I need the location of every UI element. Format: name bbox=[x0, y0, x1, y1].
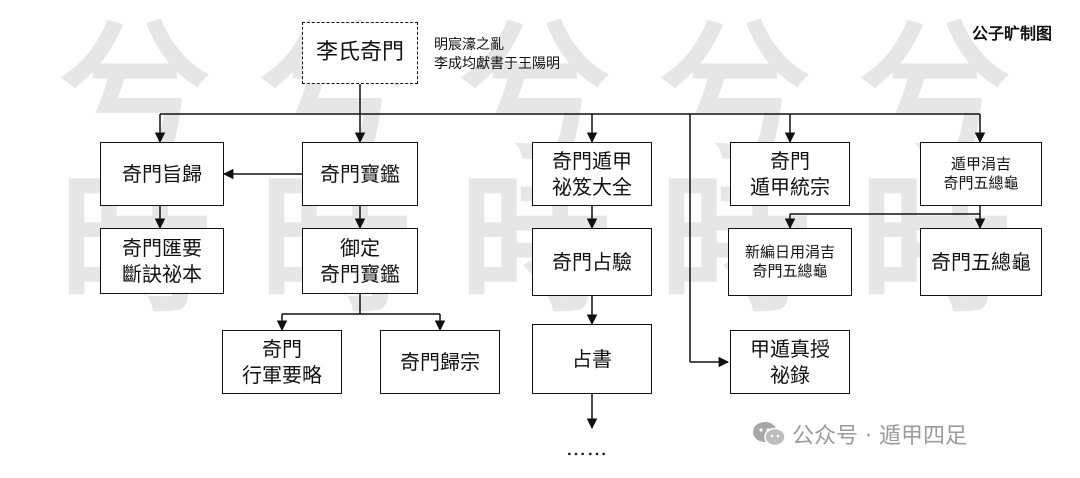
node-label: 御定 奇門寶鑑 bbox=[320, 236, 400, 286]
node-label: 李氏奇門 bbox=[315, 39, 404, 65]
node-label: 奇門寶鑑 bbox=[320, 162, 400, 186]
node-label: 奇門旨歸 bbox=[122, 162, 202, 186]
node-label: 新編日用涓吉 奇門五總龜 bbox=[744, 242, 835, 281]
wechat-icon bbox=[753, 422, 786, 447]
node-label: 奇門匯要 斷訣祕本 bbox=[122, 236, 202, 286]
node-zhanshu: 占書 bbox=[532, 324, 652, 394]
footer-text: 公众号 · 遁甲四足 bbox=[792, 424, 967, 449]
node-baojian: 奇門寶鑑 bbox=[302, 142, 418, 206]
node-wuzonggui: 奇門五總龜 bbox=[920, 228, 1042, 296]
node-label: 奇門 遁甲統宗 bbox=[750, 149, 830, 199]
node-yuding: 御定 奇門寶鑑 bbox=[302, 228, 418, 294]
node-label: 遁甲涓吉 奇門五總龜 bbox=[943, 154, 1019, 193]
node-guizong: 奇門歸宗 bbox=[380, 330, 500, 394]
footer-account: 公众号 · 遁甲四足 bbox=[752, 418, 967, 450]
node-label: 奇門歸宗 bbox=[400, 350, 480, 374]
node-xinbian: 新編日用涓吉 奇門五總龜 bbox=[728, 228, 852, 296]
node-root: 李氏奇門 bbox=[302, 22, 418, 84]
ellipsis: …… bbox=[566, 436, 608, 460]
annotation-note: 明宸濠之亂 李成均獻書于王陽明 bbox=[434, 37, 560, 72]
node-zhenshou: 甲遁真授 祕錄 bbox=[730, 330, 850, 394]
node-dunjia-mijiao: 奇門遁甲 祕笈大全 bbox=[532, 142, 652, 206]
node-label: 占書 bbox=[572, 347, 612, 371]
node-label: 奇門占驗 bbox=[552, 250, 632, 274]
node-xingjun: 奇門 行軍要略 bbox=[222, 330, 342, 394]
node-juji: 遁甲涓吉 奇門五總龜 bbox=[920, 142, 1042, 206]
node-dunjia-tongzong: 奇門 遁甲統宗 bbox=[730, 142, 850, 206]
node-huiyao: 奇門匯要 斷訣祕本 bbox=[100, 228, 224, 294]
node-guigui: 奇門旨歸 bbox=[100, 142, 224, 206]
node-label: 甲遁真授 祕錄 bbox=[750, 337, 830, 387]
node-label: 奇門 行軍要略 bbox=[242, 337, 322, 387]
node-label: 奇門遁甲 祕笈大全 bbox=[552, 149, 632, 199]
node-zhanyan: 奇門占驗 bbox=[532, 228, 652, 296]
node-label: 奇門五總龜 bbox=[931, 250, 1031, 274]
brand-label: 公子旷制图 bbox=[971, 24, 1052, 43]
